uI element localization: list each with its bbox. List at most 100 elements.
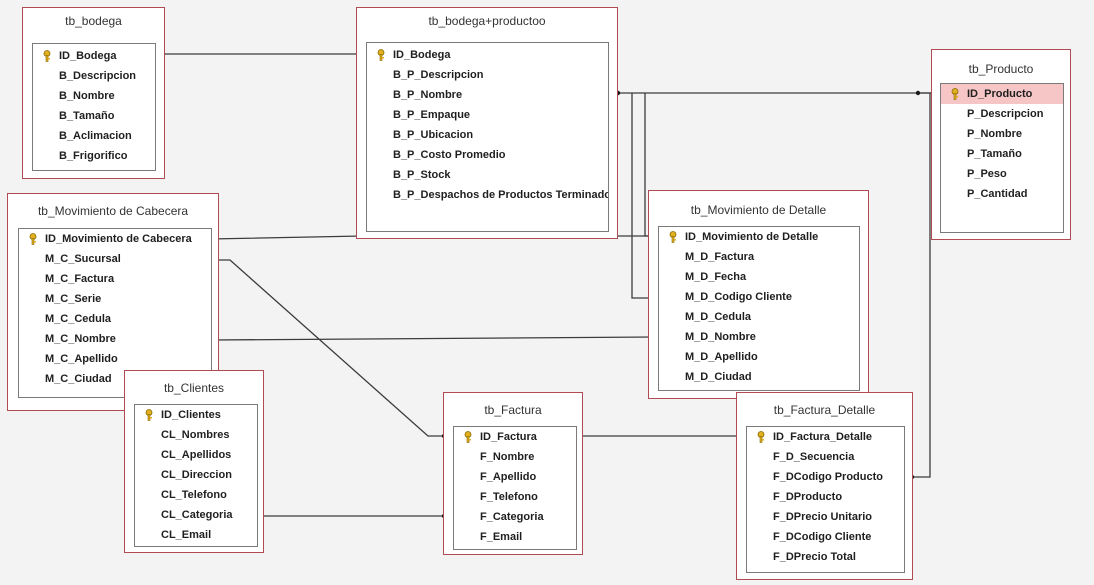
field-row[interactable]: M_C_Factura [19,269,211,289]
field-row[interactable]: ID_Bodega [33,46,155,66]
field-label: F_DProducto [773,491,843,503]
field-row[interactable]: P_Descripcion [941,104,1063,124]
field-row[interactable]: ID_Movimiento de Cabecera [19,229,211,249]
field-row[interactable]: F_Categoria [454,507,576,527]
field-label: B_P_Ubicacion [393,129,474,141]
field-row[interactable]: F_Nombre [454,447,576,467]
field-row[interactable]: M_C_Nombre [19,329,211,349]
field-row[interactable]: B_P_Nombre [367,85,608,105]
field-row[interactable]: M_D_Ciudad [659,367,859,387]
field-row-selected[interactable]: ID_Producto [941,84,1063,104]
field-row[interactable]: M_D_Cedula [659,307,859,327]
field-row[interactable]: B_Tamaño [33,106,155,126]
field-row[interactable]: P_Peso [941,164,1063,184]
field-row[interactable]: B_P_Stock [367,165,608,185]
field-row[interactable]: F_DCodigo Cliente [747,527,904,547]
key-icon [43,50,51,62]
field-label: M_D_Nombre [685,331,756,343]
field-list: ID_Producto P_Descripcion P_Nombre P_Tam… [940,83,1064,233]
field-label: B_P_Nombre [393,89,463,101]
field-label: M_C_Factura [45,273,115,285]
field-row[interactable]: ID_Clientes [135,405,257,425]
field-row[interactable]: F_D_Secuencia [747,447,904,467]
field-label: F_D_Secuencia [773,451,855,463]
field-label: ID_Producto [967,88,1033,100]
field-row[interactable]: F_Email [454,527,576,547]
field-row[interactable]: B_P_Descripcion [367,65,608,85]
field-row[interactable]: M_C_Ciudad [19,369,211,389]
field-label: F_Categoria [480,511,544,523]
table-tb-bodega[interactable]: tb_bodega ID_Bodega B_Descripcion B_Nomb… [22,7,165,179]
field-row[interactable]: M_D_Apellido [659,347,859,367]
field-row[interactable]: M_D_Codigo Cliente [659,287,859,307]
field-row[interactable]: ID_Bodega [367,45,608,65]
field-row[interactable]: F_DPrecio Total [747,547,904,567]
table-tb-factura-detalle[interactable]: tb_Factura_Detalle ID_Factura_Detalle F_… [736,392,913,580]
field-row[interactable]: F_DProducto [747,487,904,507]
field-row[interactable]: M_D_Nombre [659,327,859,347]
field-row[interactable]: F_Telefono [454,487,576,507]
field-row[interactable]: CL_Nombres [135,425,257,445]
field-row[interactable]: P_Cantidad [941,184,1063,204]
field-label: CL_Nombres [161,429,230,441]
field-row[interactable]: B_P_Costo Promedio [367,145,608,165]
field-row[interactable]: B_Frigorifico [33,146,155,166]
field-label: B_Descripcion [59,70,137,82]
field-label: CL_Email [161,529,212,541]
field-row[interactable]: M_C_Cedula [19,309,211,329]
field-label: P_Cantidad [967,188,1028,200]
field-row[interactable]: B_Aclimacion [33,126,155,146]
table-tb-clientes[interactable]: tb_Clientes ID_Clientes CL_Nombres CL_Ap… [124,370,264,553]
field-row[interactable]: B_P_Empaque [367,105,608,125]
table-tb-factura[interactable]: tb_Factura ID_Factura F_Nombre F_Apellid… [443,392,583,555]
field-label: ID_Movimiento de Detalle [685,231,819,243]
field-row[interactable]: M_C_Serie [19,289,211,309]
field-row[interactable]: CL_Apellidos [135,445,257,465]
table-tb-movimiento-detalle[interactable]: tb_Movimiento de Detalle ID_Movimiento d… [648,190,869,399]
field-row[interactable]: B_P_Despachos de Productos Terminados [367,185,608,205]
field-label: B_P_Descripcion [393,69,484,81]
field-row[interactable]: M_D_Factura [659,247,859,267]
table-title: tb_Clientes [163,381,225,395]
field-label: B_P_Despachos de Productos Terminados [393,189,609,201]
field-row[interactable]: M_D_Fecha [659,267,859,287]
table-tb-bodega-producto[interactable]: tb_bodega+productoo ID_Bodega B_P_Descri… [356,7,618,239]
field-row[interactable]: P_Nombre [941,124,1063,144]
field-row[interactable]: F_DCodigo Producto [747,467,904,487]
key-icon [464,431,472,443]
field-row[interactable]: P_Tamaño [941,144,1063,164]
table-tb-producto[interactable]: tb_Producto ID_Producto P_Descripcion P_… [931,49,1071,240]
field-row[interactable]: F_DPrecio Unitario [747,507,904,527]
field-row[interactable]: B_Nombre [33,86,155,106]
table-title: tb_Movimiento de Detalle [690,203,827,217]
field-row[interactable]: CL_Email [135,525,257,545]
field-label: P_Descripcion [967,108,1044,120]
field-label: F_Email [480,531,523,543]
field-row[interactable]: ID_Factura [454,427,576,447]
field-label: F_DCodigo Cliente [773,531,872,543]
field-list: ID_Bodega B_Descripcion B_Nombre B_Tamañ… [32,43,156,171]
field-row[interactable]: B_P_Ubicacion [367,125,608,145]
field-row[interactable]: CL_Categoria [135,505,257,525]
field-list: ID_Bodega B_P_Descripcion B_P_Nombre B_P… [366,42,609,232]
field-row[interactable]: M_C_Sucursal [19,249,211,269]
field-label: M_D_Factura [685,251,755,263]
field-row[interactable]: CL_Telefono [135,485,257,505]
field-label: ID_Bodega [59,50,117,62]
field-label: M_C_Ciudad [45,373,112,385]
field-label: F_DPrecio Total [773,551,856,563]
table-title: tb_Movimiento de Cabecera [37,204,189,218]
field-list: ID_Movimiento de Detalle M_D_Factura M_D… [658,226,860,391]
field-row[interactable]: CL_Direccion [135,465,257,485]
field-label: B_P_Stock [393,169,451,181]
field-label: M_D_Codigo Cliente [685,291,792,303]
field-label: P_Tamaño [967,148,1022,160]
field-row[interactable]: F_Apellido [454,467,576,487]
table-tb-movimiento-cabecera[interactable]: tb_Movimiento de Cabecera ID_Movimiento … [7,193,219,411]
field-row[interactable]: B_Descripcion [33,66,155,86]
field-label: B_Frigorifico [59,150,128,162]
field-row[interactable]: ID_Movimiento de Detalle [659,227,859,247]
field-row[interactable]: M_C_Apellido [19,349,211,369]
field-row[interactable]: ID_Factura_Detalle [747,427,904,447]
key-icon [951,88,959,100]
